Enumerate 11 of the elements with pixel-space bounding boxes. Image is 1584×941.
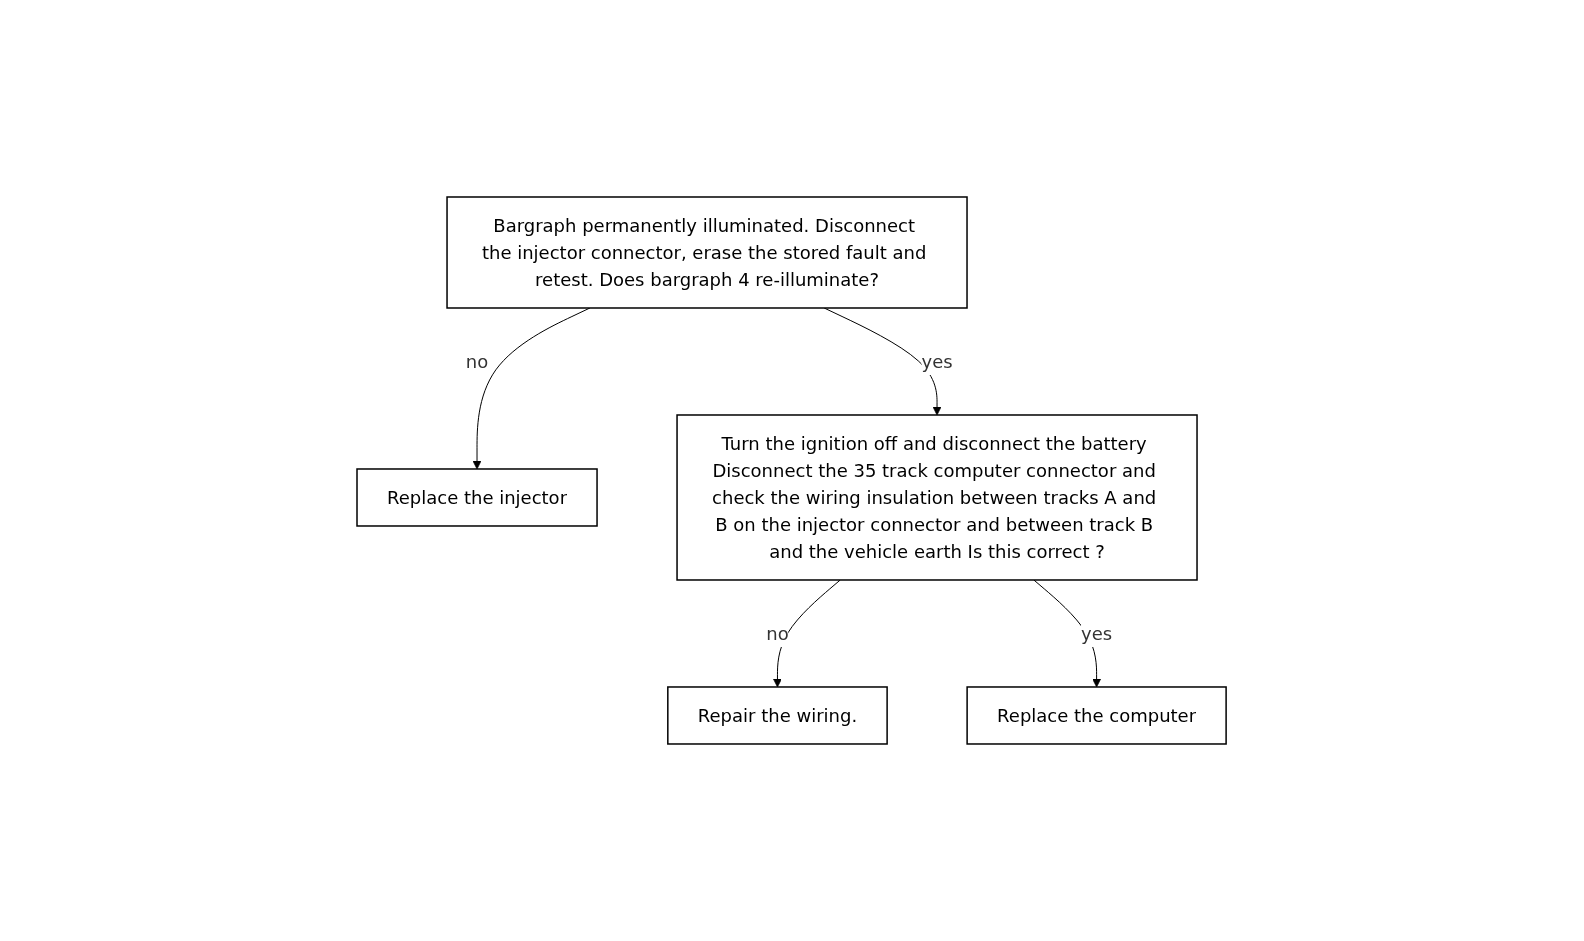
node-box: Replace the computer — [966, 686, 1228, 745]
node-box: Replace the injector — [356, 468, 599, 527]
edge-label: no — [466, 351, 489, 372]
arrow — [773, 579, 842, 688]
node-box: Repair the wiring. — [667, 686, 889, 745]
arrow — [824, 307, 942, 416]
edge-label: no — [766, 622, 790, 644]
node-box: Bargraph permanently illuminated. Disconnect the injector connector, erase the stored fault and retest. Does bargraph 4 re-illuminate? — [446, 196, 969, 309]
node-box: Turn the ignition off and disconnect the battery Disconnect the 35 track computer connector and check the wiring insulation between tracks A and B on the injector connector and between track B and the vehicle earth Is this correct ? — [676, 414, 1199, 581]
edge-label: yes — [1081, 622, 1113, 644]
edge-label: yes — [921, 351, 954, 372]
